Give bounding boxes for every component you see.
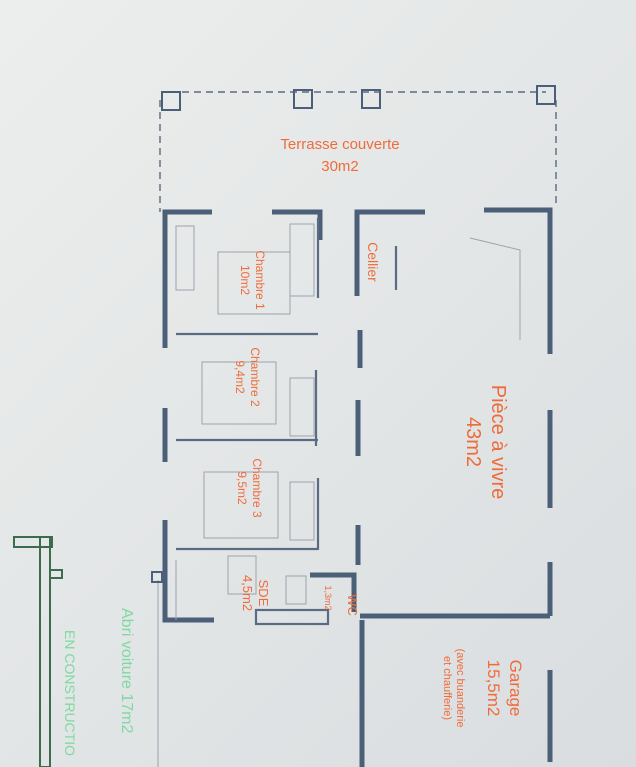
- piece-name: Pièce à vivre: [487, 385, 509, 500]
- exterior-walls: [162, 207, 553, 767]
- sde-name: SDE: [256, 580, 271, 607]
- pillar: [151, 571, 163, 583]
- wc-name: WC: [345, 594, 360, 616]
- cellier-name: Cellier: [365, 242, 381, 282]
- chambre1-name: Chambre 1: [253, 250, 267, 310]
- chambre2-area: 9,4m2: [233, 360, 247, 394]
- pillar: [293, 89, 313, 109]
- garage-note-1: (avec buanderie: [454, 649, 466, 728]
- pillar: [361, 89, 381, 109]
- carport-outline: [13, 536, 163, 767]
- piece-area: 43m2: [462, 417, 484, 467]
- abri-name: Abri voiture 17m2: [118, 608, 135, 733]
- chambre3-area: 9,5m2: [235, 471, 249, 505]
- pillar: [536, 85, 556, 105]
- garage-area: 15,5m2: [484, 660, 503, 717]
- terrasse-name: Terrasse couverte: [280, 136, 399, 153]
- terrasse-area: 30m2: [321, 158, 359, 175]
- chambre3-name: Chambre 3: [250, 458, 264, 518]
- sde-area: 4,5m2: [240, 575, 255, 611]
- pillar: [161, 91, 181, 111]
- chambre2-name: Chambre 2: [248, 347, 262, 407]
- chambre1-area: 10m2: [238, 265, 252, 295]
- abri-status: EN CONSTRUCTIO: [62, 630, 78, 756]
- interior-walls: [175, 218, 398, 626]
- garage-note-2: et chaufferie): [441, 656, 453, 720]
- garage-name: Garage: [506, 660, 525, 717]
- furniture: [175, 223, 521, 605]
- wc-area: 1,3m2: [323, 585, 333, 610]
- terrace-outline: [159, 85, 557, 212]
